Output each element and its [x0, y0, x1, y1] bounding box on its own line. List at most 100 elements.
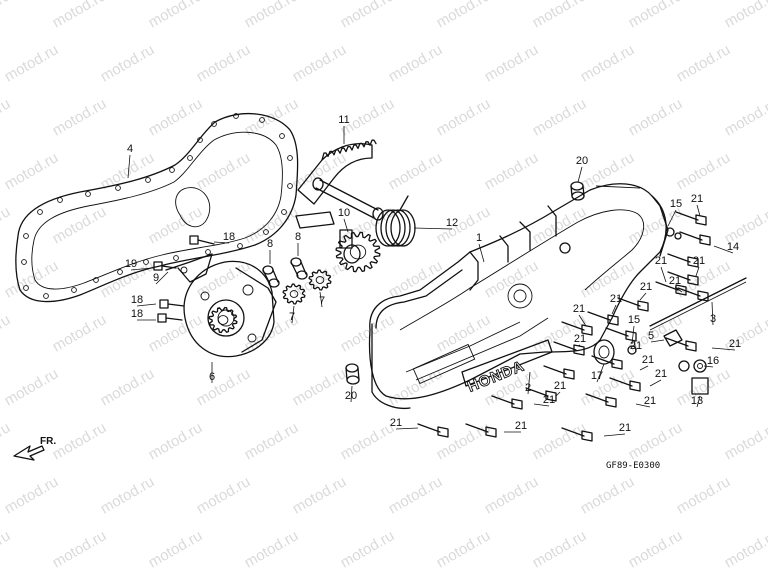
watermark-text: motod.ru — [98, 473, 158, 517]
cover-bolt — [617, 297, 649, 312]
watermark-text: motod.ru — [146, 527, 206, 571]
leader-line — [639, 292, 647, 301]
callout-number: 21 — [390, 417, 402, 429]
leader-line — [291, 305, 295, 324]
watermark-text: motod.ru — [674, 149, 734, 193]
watermark-text: motod.ru — [530, 527, 590, 571]
gasket-hole — [205, 249, 211, 255]
gasket-hole — [37, 209, 43, 215]
leader-line — [127, 154, 131, 179]
gasket-hole — [93, 277, 99, 283]
watermark-text: motod.ru — [434, 95, 494, 139]
watermark-text: motod.ru — [722, 0, 768, 31]
leader-line — [319, 291, 323, 308]
front-direction-indicator: FR. — [13, 436, 56, 461]
gasket-hole — [21, 259, 27, 265]
watermark-text: motod.ru — [50, 0, 110, 31]
callout-number: 8 — [267, 238, 273, 250]
watermark-text: motod.ru — [0, 419, 13, 463]
leader-line — [635, 403, 651, 408]
watermark-text: motod.ru — [98, 365, 158, 409]
callout-number: 9 — [153, 272, 159, 284]
callout-number: 1 — [476, 232, 482, 244]
leader-line — [633, 339, 637, 353]
callout-number: 21 — [554, 380, 566, 392]
watermark-text: motod.ru — [530, 419, 590, 463]
leader-line — [478, 243, 485, 263]
callout-number: 21 — [693, 255, 705, 267]
leader-line — [343, 218, 349, 233]
gasket-hole — [23, 233, 29, 239]
callout-number: 18 — [131, 294, 143, 306]
callout-number: 21 — [573, 303, 585, 315]
watermark-text: motod.ru — [50, 527, 110, 571]
watermark-text: motod.ru — [146, 203, 206, 247]
gasket-hole — [233, 113, 239, 119]
watermark-text: motod.ru — [578, 41, 638, 85]
watermark-text: motod.ru — [0, 0, 13, 31]
watermark-text: motod.ru — [722, 95, 768, 139]
cover-bolt — [609, 377, 641, 392]
bolt-18a — [189, 235, 215, 245]
callout-number: 11 — [338, 114, 349, 126]
leader-line — [577, 166, 583, 183]
watermark-text: motod.ru — [482, 473, 542, 517]
leader-line — [660, 266, 667, 283]
watermark-text: motod.ru — [0, 203, 13, 247]
watermark-text: motod.ru — [386, 41, 446, 85]
callout-number: 21 — [669, 275, 681, 287]
gasket-hole — [263, 229, 269, 235]
watermark-text: motod.ru — [386, 257, 446, 301]
callout-number: 21 — [619, 422, 631, 434]
leader-line — [603, 433, 626, 437]
leader-line — [713, 245, 734, 254]
watermark-text: motod.ru — [2, 41, 62, 85]
watermark-text: motod.ru — [482, 41, 542, 85]
watermark-text: motod.ru — [50, 311, 110, 355]
leader-line — [578, 314, 587, 327]
watermark-text: motod.ru — [194, 149, 254, 193]
watermark-text: motod.ru — [146, 95, 206, 139]
callout-number: 18 — [131, 308, 143, 320]
callout-number: 21 — [642, 354, 654, 366]
watermark-text: motod.ru — [146, 0, 206, 31]
watermark-text: motod.ru — [50, 95, 110, 139]
cover-bolt — [591, 355, 623, 370]
cover-bolt — [667, 253, 699, 268]
gasket-hole — [169, 167, 175, 173]
callout-number: 3 — [710, 313, 716, 325]
watermark-text: motod.ru — [242, 0, 302, 31]
watermark-text: motod.ru — [530, 95, 590, 139]
watermark-text: motod.ru — [146, 419, 206, 463]
gasket-hole — [57, 197, 63, 203]
callout-number: 8 — [295, 231, 301, 243]
gasket-hole — [115, 185, 121, 191]
leader-line — [213, 241, 230, 244]
gasket-part — [15, 112, 299, 303]
watermark-text: motod.ru — [338, 527, 398, 571]
callout-number: 21 — [729, 338, 741, 350]
kick-shaft-part — [295, 139, 384, 229]
watermark-text: motod.ru — [530, 203, 590, 247]
watermark-text: motod.ru — [386, 149, 446, 193]
callout-number: 6 — [209, 371, 215, 383]
watermark-text: motod.ru — [290, 365, 350, 409]
small-bolts — [153, 235, 215, 323]
watermark-text: motod.ru — [674, 365, 734, 409]
cover-bolt — [465, 423, 497, 438]
leader-line — [674, 286, 683, 293]
callout-number: 21 — [655, 255, 667, 267]
callout-number: 17 — [591, 370, 603, 382]
callout-number: 7 — [319, 295, 325, 307]
leader-line — [413, 227, 453, 230]
small-gear-b — [308, 269, 332, 291]
watermark-text: motod.ru — [434, 0, 494, 31]
gasket-hole — [279, 133, 285, 139]
gasket-hole — [211, 121, 217, 127]
leader-line — [631, 325, 635, 345]
leader-line — [155, 271, 169, 285]
watermark-text: motod.ru — [2, 257, 62, 301]
gasket-hole — [237, 243, 243, 249]
gasket-hole — [259, 117, 265, 123]
